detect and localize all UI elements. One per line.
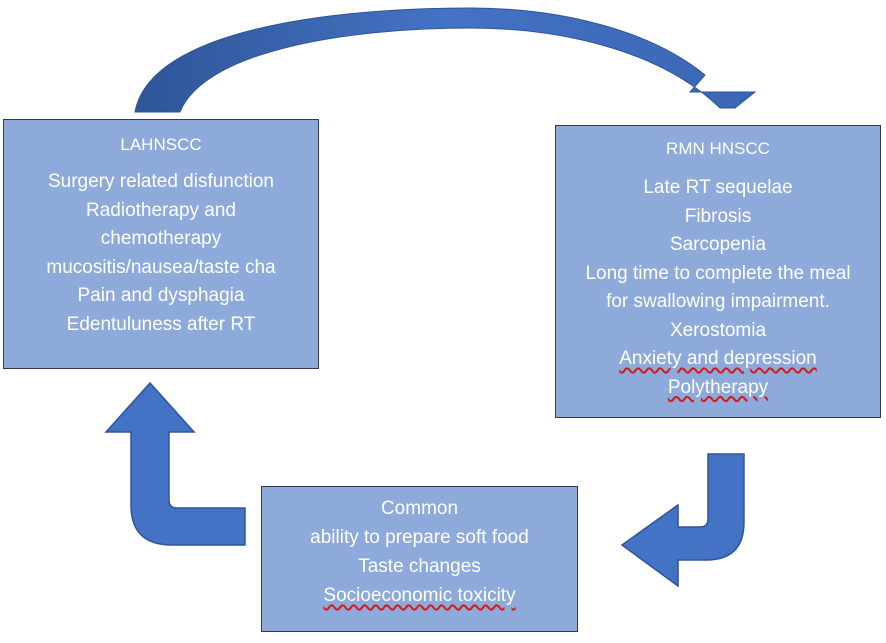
rmn-line: Xerostomia: [669, 319, 767, 341]
lahnscc-line: mucositis/nausea/taste cha: [46, 256, 276, 278]
rmn-line: for swallowing impairment.: [606, 291, 830, 312]
common-line-text: Socioeconomic toxicity: [323, 585, 516, 606]
rmn-line-text: Polytherapy: [667, 376, 769, 398]
lahnscc-line: Radiotherapy and: [86, 199, 236, 221]
lahnscc-line: chemotherapy: [100, 228, 222, 249]
rmn-line-text: Anxiety and depression: [619, 348, 817, 369]
rmn-line: Fibrosis: [684, 205, 752, 227]
lahnscc-box: LAHNSCC Surgery related disfunction Radi…: [3, 119, 319, 369]
common-title: Common: [380, 498, 459, 519]
common-box: Common ability to prepare soft food Tast…: [261, 486, 578, 632]
common-line: ability to prepare soft food: [310, 527, 529, 548]
lahnscc-title: LAHNSCC: [120, 135, 202, 154]
rmn-line: Polytherapy: [556, 374, 880, 403]
rmn-line: Anxiety and depression: [556, 345, 880, 374]
common-line: Taste changes: [358, 556, 481, 577]
rmn-line: Sarcopenia: [669, 234, 767, 255]
lahnscc-line: Pain and dysphagia: [77, 285, 245, 306]
top-curved-arrow: [134, 7, 757, 113]
rmn-hnscc-box: RMN HNSCC Late RT sequelae Fibrosis Sarc…: [555, 125, 881, 418]
right-bent-arrow: [620, 453, 745, 588]
rmn-line: Long time to complete the meal: [585, 262, 851, 284]
common-line: Socioeconomic toxicity: [262, 581, 577, 610]
rmn-line: Late RT sequelae: [643, 177, 793, 198]
left-bent-arrow: [104, 381, 246, 546]
lahnscc-line: Edentuluness after RT: [66, 313, 256, 335]
lahnscc-line: Surgery related disfunction: [47, 171, 274, 192]
rmn-hnscc-title: RMN HNSCC: [666, 139, 770, 158]
